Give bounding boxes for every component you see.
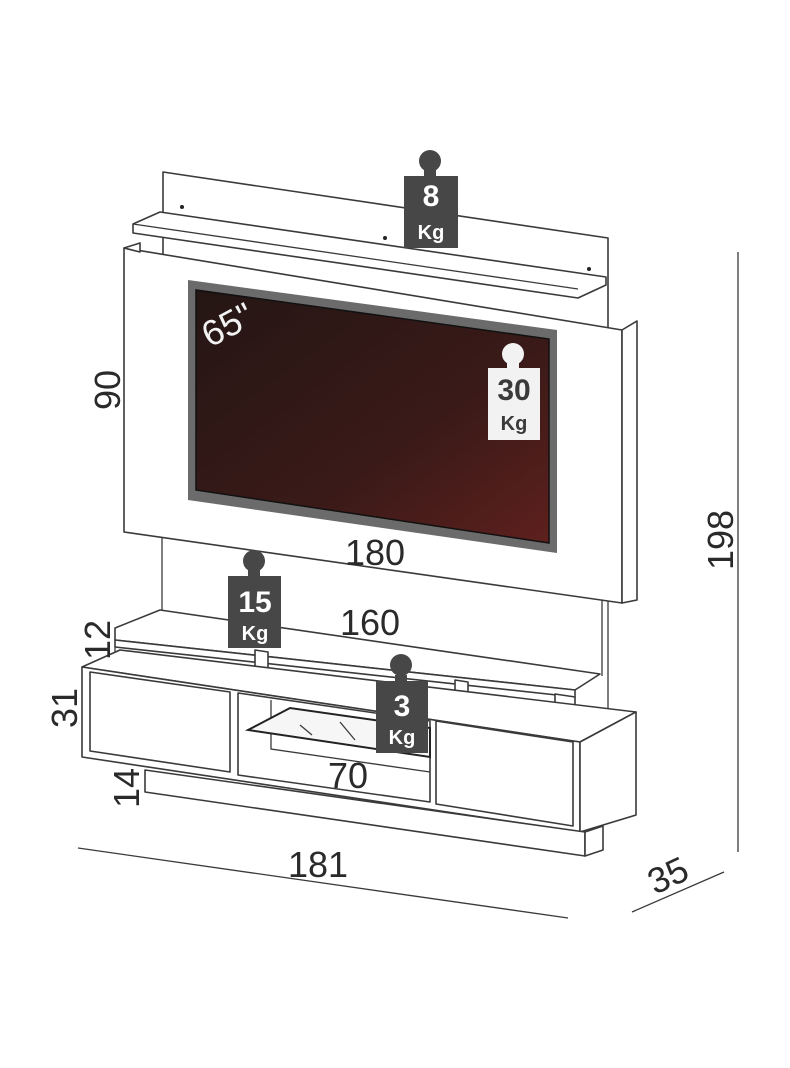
weight-badge-middle-shelf: 15 Kg <box>228 550 281 648</box>
shelf-width-label: 160 <box>340 602 400 643</box>
weight-unit: Kg <box>418 222 445 244</box>
left-door[interactable] <box>89 671 231 773</box>
weight-badge-top-shelf: 8 Kg <box>404 150 458 248</box>
width-dimension-line <box>77 847 569 919</box>
top-shelf <box>132 211 607 299</box>
panel-height-label: 90 <box>87 370 128 410</box>
weight-unit: Kg <box>501 413 528 435</box>
tv-screen <box>195 289 550 544</box>
total-width-label: 181 <box>288 844 348 885</box>
depth-dimension-line <box>631 871 725 913</box>
depth-label: 35 <box>641 848 695 902</box>
weight-value: 15 <box>238 586 271 619</box>
niche-width-label: 70 <box>328 755 368 796</box>
weight-badge-tv: 30 Kg <box>488 343 540 440</box>
shelf-height-label: 12 <box>77 620 118 660</box>
plinth-height-label: 14 <box>106 768 147 808</box>
panel-width-label: 180 <box>345 532 405 573</box>
cabinet-side <box>579 711 637 833</box>
total-height-label: 198 <box>700 510 741 570</box>
cabinet-height-label: 31 <box>44 688 85 728</box>
weight-value: 30 <box>497 374 530 407</box>
weight-unit: Kg <box>242 623 269 645</box>
weight-value: 3 <box>394 690 411 723</box>
weight-badge-glass-shelf: 3 Kg <box>376 654 428 753</box>
weight-value: 8 <box>423 180 440 213</box>
right-door[interactable] <box>435 720 574 827</box>
weight-unit: Kg <box>389 727 416 749</box>
tv-panel-side <box>621 320 638 604</box>
